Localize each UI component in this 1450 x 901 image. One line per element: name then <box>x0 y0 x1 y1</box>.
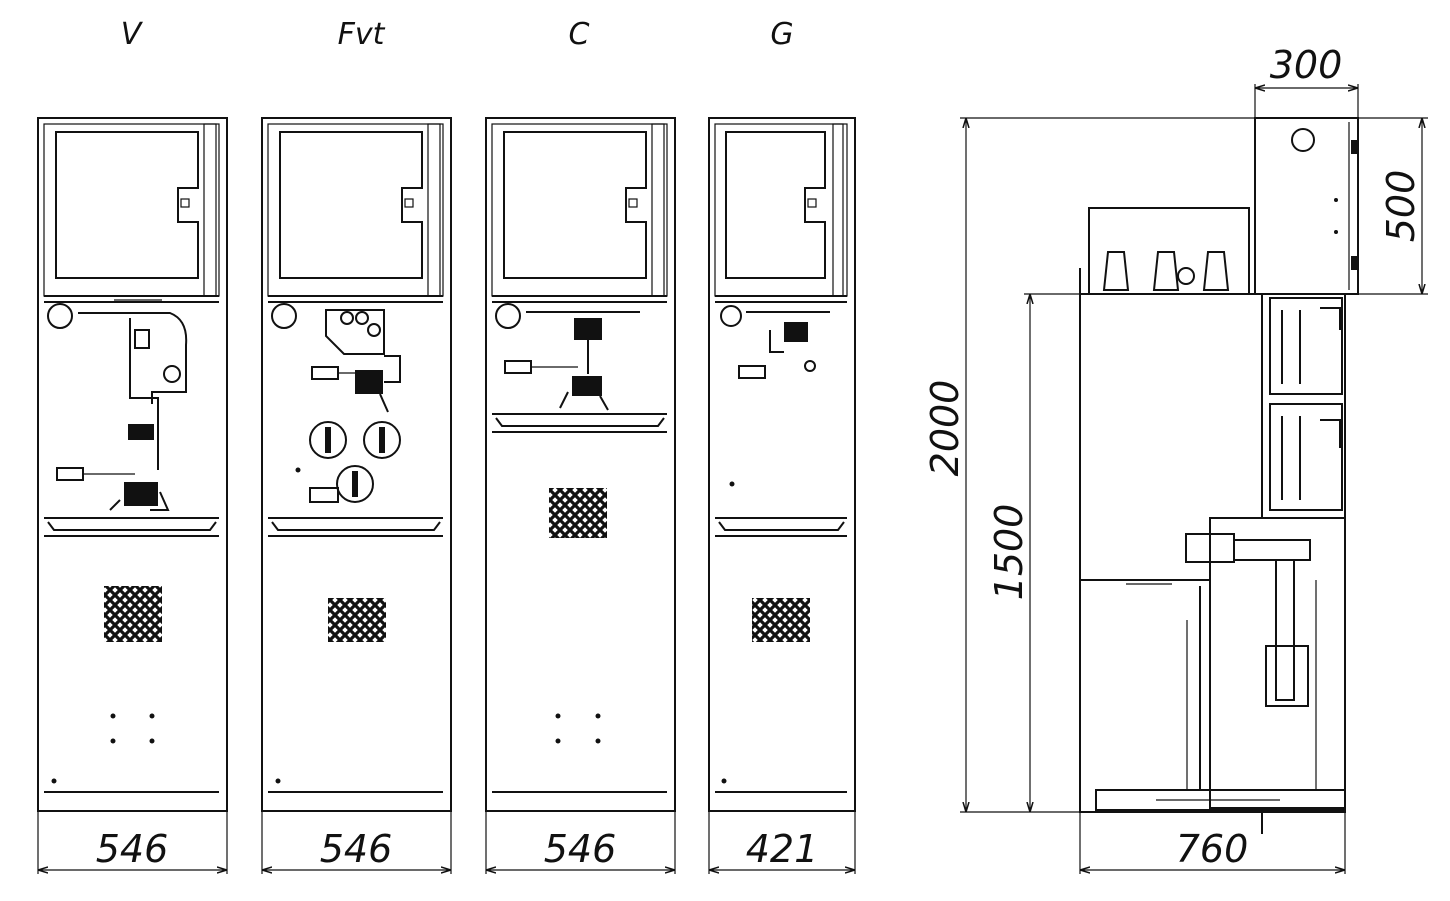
panel-v-frame <box>37 117 228 812</box>
panel-fvt-window <box>279 131 423 279</box>
depth-dimension: 760 <box>1176 827 1249 871</box>
top-box-width-dimension: 300 <box>1270 43 1343 87</box>
fuse-holder-right <box>363 421 401 459</box>
panel-fvt-vent-grille <box>328 598 386 642</box>
panel-c-code: C <box>569 17 590 52</box>
lower-height-dimension: 1500 <box>987 504 1031 601</box>
panel-c-frame <box>485 117 676 812</box>
total-height-dimension: 2000 <box>923 380 967 477</box>
fuse-holder-left <box>309 421 347 459</box>
side-body <box>1079 293 1346 813</box>
bushing-2 <box>1152 251 1180 291</box>
panel-c-vent-grille <box>549 488 607 538</box>
panel-c-window <box>503 131 647 279</box>
bushing-3 <box>1202 251 1230 291</box>
panel-g: G 421 <box>708 17 856 874</box>
panel-fvt-gauge <box>271 303 297 329</box>
panel-v-window <box>55 131 199 279</box>
panel-fvt-frame <box>261 117 452 812</box>
top-box-height-dimension: 500 <box>1379 170 1423 243</box>
top-box <box>1254 117 1359 295</box>
panel-g-code: G <box>770 17 793 52</box>
panel-g-vent-grille <box>752 598 810 642</box>
panel-v-code: V <box>121 17 144 52</box>
panel-c-gauge <box>495 303 521 329</box>
bushing-1 <box>1102 251 1130 291</box>
panel-v-gauge <box>47 303 73 329</box>
panel-c: C 546 <box>485 17 676 874</box>
side-view: 300 500 2000 1500 760 <box>923 43 1428 874</box>
panel-v: V 546 <box>37 17 228 874</box>
fuse-holder-bottom <box>336 465 374 503</box>
panel-g-frame <box>708 117 856 812</box>
panel-fvt-code: Fvt <box>338 17 386 52</box>
panel-fvt: Fvt 546 <box>261 17 452 874</box>
panel-g-gauge <box>720 305 742 327</box>
panel-v-width-dimension: 546 <box>96 827 169 871</box>
panel-g-width-dimension: 421 <box>746 827 819 871</box>
panel-v-vent-grille <box>104 586 162 642</box>
panel-g-window <box>725 131 826 279</box>
panel-fvt-width-dimension: 546 <box>320 827 393 871</box>
panel-c-width-dimension: 546 <box>544 827 617 871</box>
